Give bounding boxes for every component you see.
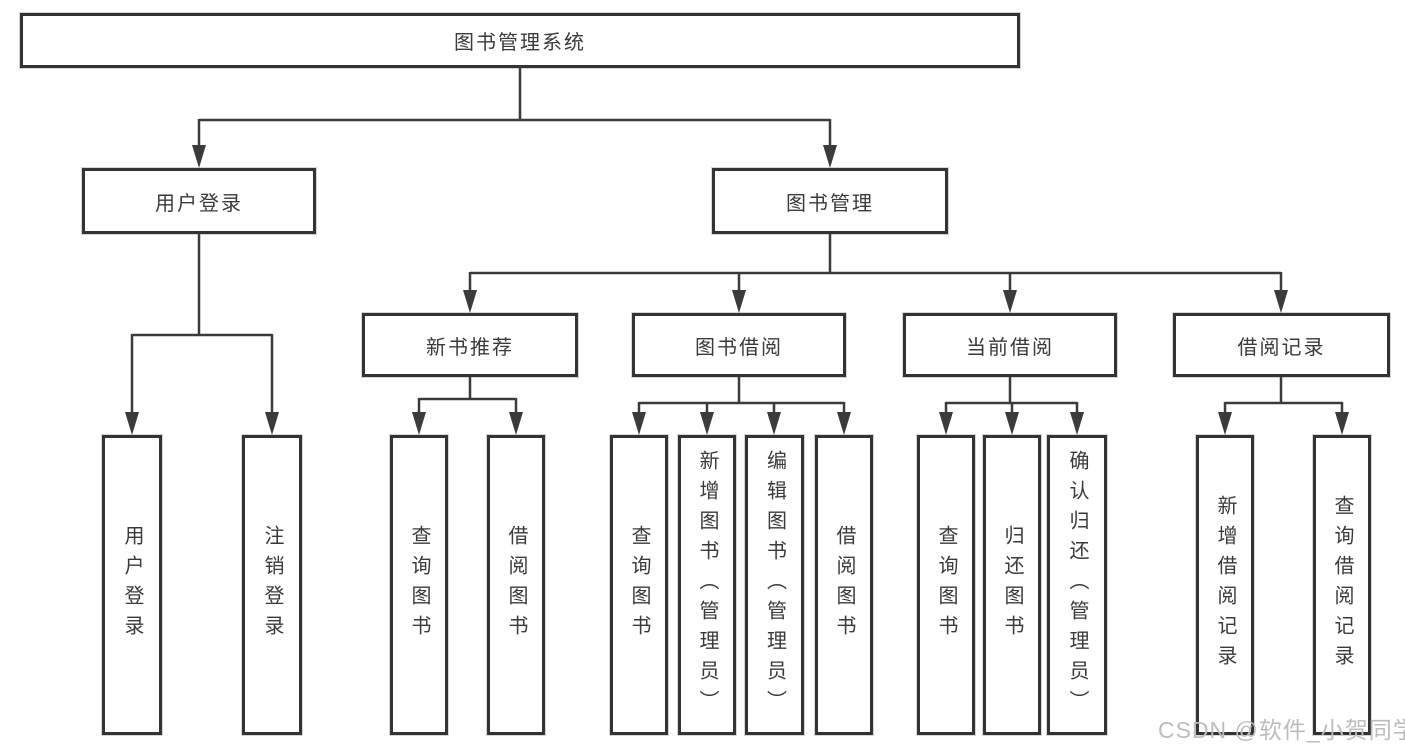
- arrowhead: [125, 412, 139, 435]
- connector-book-mgmt-to-sections: [463, 234, 1288, 313]
- arrowhead: [463, 290, 477, 313]
- arrowhead: [632, 412, 646, 435]
- leaf-logout-label: 注销登录: [261, 525, 283, 645]
- leaf-logout: 注销登录: [242, 435, 302, 735]
- arrowhead: [700, 412, 714, 435]
- node-book-management: 图书管理: [712, 168, 948, 234]
- arrowhead: [837, 412, 851, 435]
- leaf-user-login: 用户登录: [102, 435, 162, 735]
- leaf-bb-edit-books-admin: 编辑图书（管理员）: [745, 435, 804, 735]
- leaf-cb-return-books: 归还图书: [983, 435, 1041, 735]
- node-new-book-recommend: 新书推荐: [362, 313, 578, 377]
- node-borrow-records-label: 借阅记录: [1237, 336, 1326, 359]
- arrowhead: [192, 145, 206, 168]
- connector-user-login-to-leaves: [125, 234, 279, 435]
- connector-borrow-records-to-leaves: [1218, 377, 1349, 435]
- leaf-bb-add-books-admin-label: 新增图书（管理员）: [696, 450, 718, 720]
- node-current-borrow: 当前借阅: [903, 313, 1117, 377]
- arrowhead: [1003, 290, 1017, 313]
- connector-root-to-branches: [192, 68, 837, 168]
- connector-new-book-rec-to-leaves: [412, 377, 523, 435]
- leaf-cb-query-books-label: 查询图书: [935, 525, 957, 645]
- node-new-book-recommend-label: 新书推荐: [426, 336, 514, 359]
- leaf-br-query-record: 查询借阅记录: [1313, 435, 1371, 735]
- leaf-bb-query-books: 查询图书: [610, 435, 668, 735]
- arrowhead: [767, 412, 781, 435]
- leaf-rec-borrow-books: 借阅图书: [487, 435, 545, 735]
- arrowhead: [509, 412, 523, 435]
- connector-book-borrow-to-leaves: [632, 377, 851, 435]
- arrowhead: [1005, 412, 1019, 435]
- arrowhead: [1335, 412, 1349, 435]
- leaf-cb-confirm-return-admin: 确认归还（管理员）: [1047, 435, 1107, 735]
- leaf-cb-confirm-return-admin-label: 确认归还（管理员）: [1066, 450, 1088, 720]
- leaf-bb-edit-books-admin-label: 编辑图书（管理员）: [763, 450, 786, 720]
- leaf-br-query-record-label: 查询借阅记录: [1331, 495, 1353, 675]
- csdn-watermark: CSDN @软件_小贺同学: [1158, 717, 1405, 743]
- leaf-cb-return-books-label: 归还图书: [1001, 525, 1023, 645]
- arrowhead: [732, 290, 746, 313]
- connector-current-borrow-to-leaves: [939, 377, 1084, 435]
- node-book-management-label: 图书管理: [786, 192, 874, 215]
- node-user-login-branch: 用户登录: [82, 168, 316, 234]
- leaf-rec-query-books: 查询图书: [390, 435, 448, 735]
- node-user-login-branch-label: 用户登录: [155, 192, 243, 215]
- arrowhead: [265, 412, 279, 435]
- leaf-bb-query-books-label: 查询图书: [628, 525, 650, 645]
- node-book-borrow-label: 图书借阅: [695, 336, 783, 359]
- arrowhead: [1218, 412, 1232, 435]
- arrowhead: [1274, 290, 1288, 313]
- leaf-bb-borrow-books-label: 借阅图书: [833, 525, 855, 645]
- leaf-rec-query-books-label: 查询图书: [408, 525, 430, 645]
- arrowhead: [823, 145, 837, 168]
- leaf-user-login-label: 用户登录: [121, 525, 143, 645]
- node-borrow-records: 借阅记录: [1173, 313, 1390, 377]
- node-book-borrow: 图书借阅: [632, 313, 846, 377]
- leaf-rec-borrow-books-label: 借阅图书: [505, 525, 527, 645]
- arrowhead: [1070, 412, 1084, 435]
- leaf-bb-borrow-books: 借阅图书: [815, 435, 873, 735]
- leaf-br-add-record: 新增借阅记录: [1196, 435, 1254, 735]
- leaf-br-add-record-label: 新增借阅记录: [1214, 495, 1236, 675]
- leaf-bb-add-books-admin: 新增图书（管理员）: [678, 435, 736, 735]
- arrowhead: [412, 412, 426, 435]
- leaf-cb-query-books: 查询图书: [917, 435, 975, 735]
- node-root-label: 图书管理系统: [454, 32, 586, 54]
- node-root-system: 图书管理系统: [20, 13, 1020, 68]
- node-current-borrow-label: 当前借阅: [966, 336, 1054, 359]
- arrowhead: [939, 412, 953, 435]
